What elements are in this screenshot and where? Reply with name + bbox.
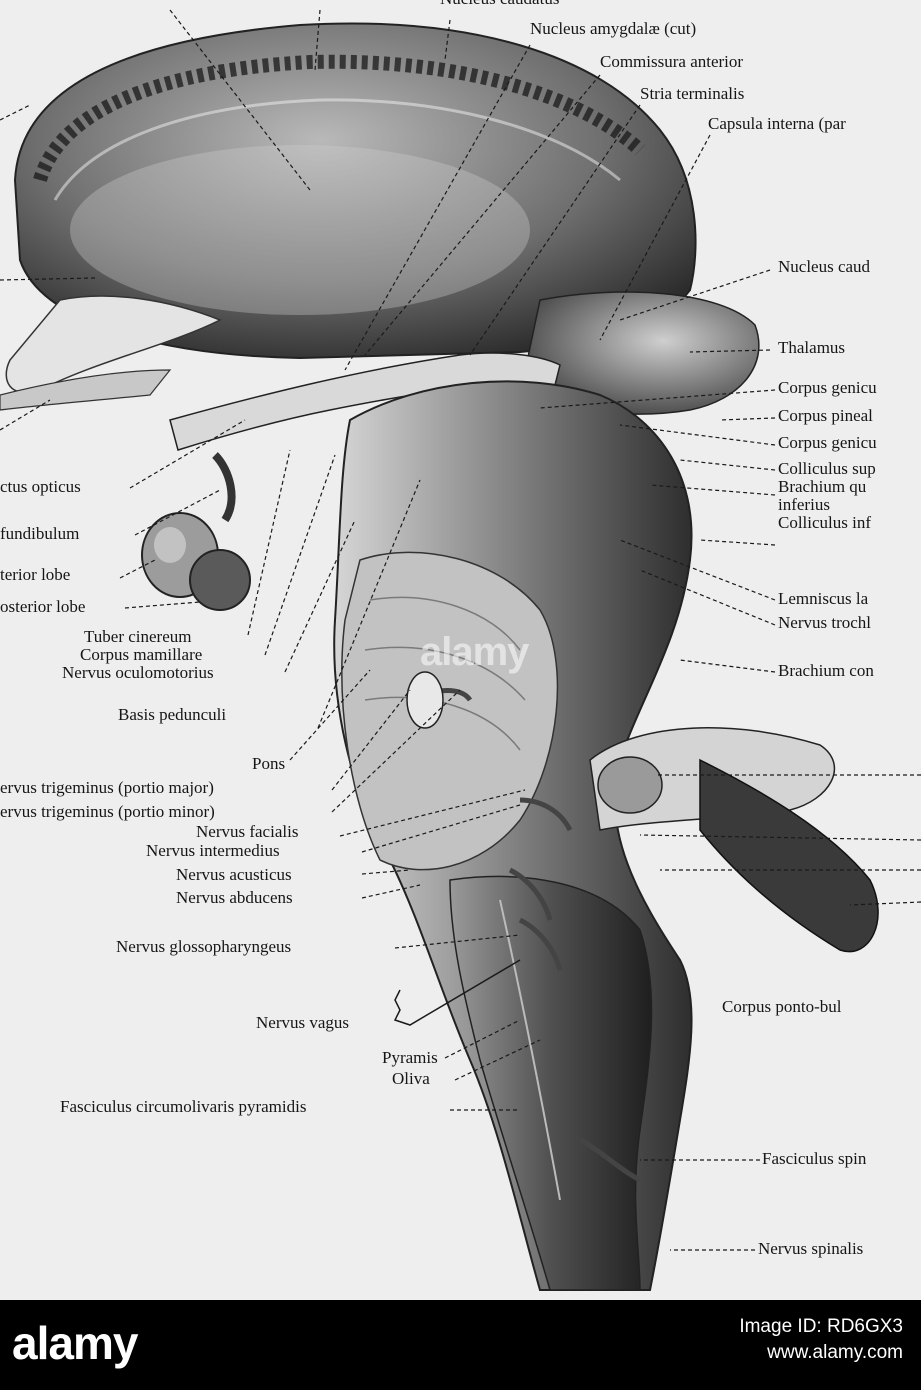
- label-corpus-geniculatum-1: Corpus genicu: [778, 378, 877, 397]
- label-posterior-lobe: osterior lobe: [0, 597, 86, 616]
- label-thalamus: Thalamus: [778, 338, 846, 357]
- label-trigeminus-minor: ervus trigeminus (portio minor): [0, 802, 215, 821]
- label-corpus-pineale: Corpus pineal: [778, 406, 873, 425]
- brain-illustration: [0, 9, 921, 1291]
- label-nervus-spinalis: Nervus spinalis: [758, 1239, 864, 1258]
- label-nervus-acusticus: Nervus acusticus: [176, 865, 292, 884]
- label-trigeminus-major: ervus trigeminus (portio major): [0, 778, 214, 797]
- label-commissura-anterior: Commissura anterior: [600, 52, 744, 71]
- label-pyramis: Pyramis: [382, 1048, 438, 1067]
- label-lemniscus-lateralis: Lemniscus la: [778, 589, 869, 608]
- label-anterior-lobe: terior lobe: [0, 565, 71, 584]
- label-oliva: Oliva: [392, 1069, 430, 1088]
- label-corpus-mamillare: Corpus mamillare: [80, 645, 203, 664]
- label-nervus-trochlearis: Nervus trochl: [778, 613, 872, 632]
- label-tuber-cinereum: Tuber cinereum: [84, 627, 192, 646]
- label-colliculus-superior: Colliculus sup: [778, 459, 876, 478]
- label-basis-pedunculi: Basis pedunculi: [118, 705, 227, 724]
- label-corpus-ponto-bulbare: Corpus ponto-bul: [722, 997, 842, 1016]
- footer-bar: alamy Image ID: RD6GX3 www.alamy.com: [0, 1300, 921, 1390]
- image-id: Image ID: RD6GX3: [739, 1316, 903, 1337]
- label-colliculus-inferior: Colliculus inf: [778, 513, 872, 532]
- label-nervus-abducens: Nervus abducens: [176, 888, 293, 907]
- label-infundibulum: fundibulum: [0, 524, 80, 543]
- label-brachium-quadrigeminum: Brachium qu: [778, 477, 867, 496]
- image-id-block: Image ID: RD6GX3 www.alamy.com: [739, 1314, 903, 1366]
- label-nervus-vagus: Nervus vagus: [256, 1013, 350, 1032]
- label-fasciculus-spinalis: Fasciculus spin: [762, 1149, 867, 1168]
- site-url: www.alamy.com: [767, 1342, 903, 1363]
- alamy-watermark: alamy: [420, 630, 529, 674]
- label-nucleus-caudatus-top: Nucleus caudatus: [440, 0, 559, 8]
- label-nervus-intermedius: Nervus intermedius: [146, 841, 280, 860]
- label-capsula-interna: Capsula interna (par: [708, 114, 846, 133]
- label-nervus-glossopharyngeus: Nervus glossopharyngeus: [116, 937, 292, 956]
- label-nucleus-caudatus-right: Nucleus caud: [778, 257, 871, 276]
- label-nervus-facialis: Nervus facialis: [196, 822, 299, 841]
- label-stria-terminalis: Stria terminalis: [640, 84, 745, 103]
- label-nervus-oculomotorius: Nervus oculomotorius: [62, 663, 214, 682]
- label-inferius: inferius: [778, 495, 830, 514]
- label-nucleus-amygdalae: Nucleus amygdalæ (cut): [530, 19, 697, 38]
- label-corpus-geniculatum-2: Corpus genicu: [778, 433, 877, 452]
- anatomy-plate: Nucleus caudatus Nucleus amygdalæ (cut) …: [0, 0, 921, 1300]
- label-tractus-opticus: ctus opticus: [0, 477, 81, 496]
- label-pons: Pons: [252, 754, 286, 773]
- label-fasciculus-circumolivaris: Fasciculus circumolivaris pyramidis: [60, 1097, 307, 1116]
- label-brachium-conjunctivum: Brachium con: [778, 661, 874, 680]
- brand-logo: alamy: [12, 1317, 138, 1369]
